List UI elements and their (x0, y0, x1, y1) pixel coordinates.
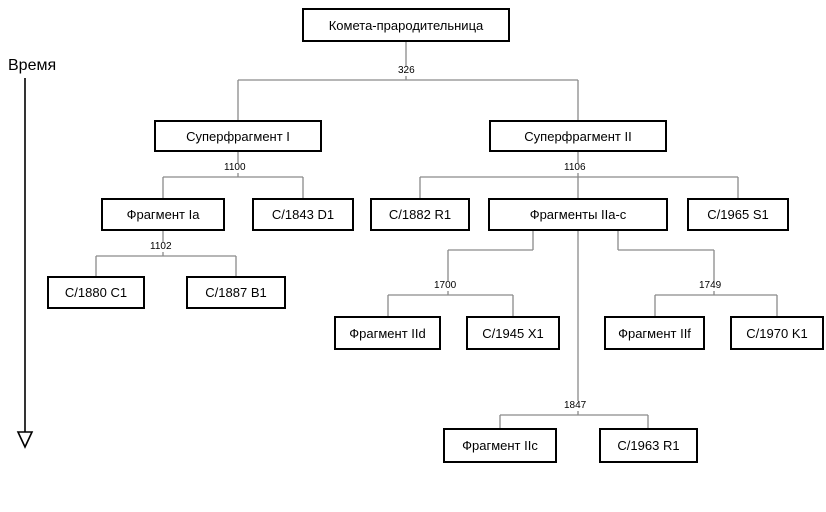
edge-label-1106: 1106 (562, 162, 588, 173)
node-c-1965-s1[interactable]: C/1965 S1 (687, 198, 789, 231)
node-superfragment-1[interactable]: Суперфрагмент I (154, 120, 322, 152)
node-c-1843-d1[interactable]: C/1843 D1 (252, 198, 354, 231)
node-root[interactable]: Комета-прародительница (302, 8, 510, 42)
node-fragments-iia-c[interactable]: Фрагменты IIa-c (488, 198, 668, 231)
edge-326 (237, 42, 579, 120)
edge-1106 (419, 152, 739, 198)
edge-label-1749: 1749 (697, 280, 724, 291)
node-c-1887-b1[interactable]: C/1887 B1 (186, 276, 286, 309)
node-c-1963-r1[interactable]: C/1963 R1 (599, 428, 698, 463)
edge-label-1100: 1100 (222, 162, 248, 173)
node-superfragment-2[interactable]: Суперфрагмент II (489, 120, 667, 152)
node-fragment-iic[interactable]: Фрагмент IIc (443, 428, 557, 463)
edge-label-1700: 1700 (432, 280, 459, 291)
edge-1102 (95, 231, 237, 276)
node-c-1880-c1[interactable]: C/1880 C1 (47, 276, 145, 309)
time-axis-label: Время (8, 57, 57, 74)
edge-label-326: 326 (396, 65, 417, 76)
node-c-1945-x1[interactable]: C/1945 X1 (466, 316, 560, 350)
node-fragment-ia[interactable]: Фрагмент Ia (101, 198, 225, 231)
node-c-1970-k1[interactable]: C/1970 K1 (730, 316, 824, 350)
node-fragment-iid[interactable]: Фрагмент IId (334, 316, 441, 350)
edge-1749 (617, 231, 778, 316)
edge-1100 (162, 152, 304, 198)
edge-label-1847: 1847 (562, 400, 589, 411)
time-axis-arrow (16, 78, 34, 449)
edge-label-1102: 1102 (148, 241, 174, 252)
edge-1700 (387, 231, 534, 316)
node-fragment-iif[interactable]: Фрагмент IIf (604, 316, 705, 350)
node-c-1882-r1[interactable]: C/1882 R1 (370, 198, 470, 231)
